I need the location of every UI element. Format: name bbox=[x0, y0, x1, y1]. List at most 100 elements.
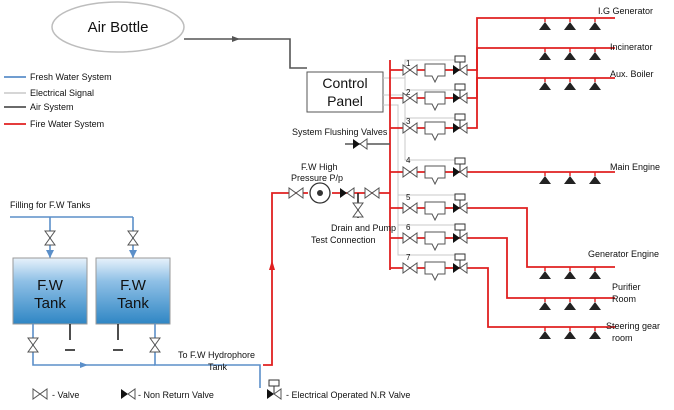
air-line bbox=[184, 38, 307, 69]
nozzle-1-3 bbox=[589, 18, 601, 30]
pump-discharge-valve bbox=[364, 187, 380, 199]
nozzle-2-1 bbox=[539, 48, 551, 60]
branch-strainer-1 bbox=[424, 63, 446, 84]
consumer-main-engine: Main Engine bbox=[610, 162, 660, 172]
electric-nrv-layer bbox=[267, 55, 468, 400]
legend: Fresh Water System Electrical Signal Air… bbox=[4, 72, 112, 129]
branch-valve-3 bbox=[402, 122, 418, 134]
branch-strainer-3 bbox=[424, 121, 446, 142]
svg-text:3: 3 bbox=[406, 117, 411, 126]
branch-valve-4 bbox=[402, 166, 418, 178]
key-valve: - Valve bbox=[52, 390, 79, 400]
consumer-ig-generator: I.G Generator bbox=[598, 6, 653, 16]
branch-electric-nrv-3 bbox=[453, 113, 468, 134]
branch-valve-7 bbox=[402, 262, 418, 274]
legend-electrical: Electrical Signal bbox=[30, 88, 94, 98]
svg-text:5: 5 bbox=[406, 193, 411, 202]
svg-text:2: 2 bbox=[406, 88, 411, 97]
branch-strainer-4 bbox=[424, 165, 446, 186]
branch-electric-nrv-6 bbox=[453, 223, 468, 244]
nozzle-2-3 bbox=[589, 48, 601, 60]
fw-tank-2: F.W Tank bbox=[95, 257, 171, 325]
nozzle-4-2 bbox=[564, 172, 576, 184]
nrv-layer bbox=[121, 138, 368, 400]
consumer-labels: I.G Generator Incinerator Aux. Boiler Ma… bbox=[588, 6, 660, 343]
tank-2-outlet-valve bbox=[149, 337, 161, 353]
consumer-purifier-room-2: Room bbox=[612, 294, 636, 304]
nozzle-1-2 bbox=[564, 18, 576, 30]
drain-test-line2: Test Connection bbox=[311, 235, 376, 245]
branch-strainer-6 bbox=[424, 231, 446, 252]
air-line-arrow bbox=[232, 36, 240, 42]
air-bottle: Air Bottle bbox=[51, 1, 185, 53]
fw-tank-1: F.W Tank bbox=[12, 257, 88, 325]
pump-label-line2: Pressure P/p bbox=[291, 173, 343, 183]
drain-test-valve bbox=[352, 202, 364, 218]
pump-suction-valve bbox=[288, 187, 304, 199]
consumer-purifier-room-1: Purifier bbox=[612, 282, 641, 292]
key-valve-symbol bbox=[32, 388, 48, 400]
branch-strainer-7 bbox=[424, 261, 446, 282]
branch-valve-1 bbox=[402, 64, 418, 76]
nozzle-4-3 bbox=[589, 172, 601, 184]
filling-label: Filling for F.W Tanks bbox=[10, 200, 91, 210]
fw-tank-1-line1: F.W bbox=[37, 277, 64, 294]
branch-electric-nrv-2 bbox=[453, 83, 468, 104]
air-bottle-label: Air Bottle bbox=[88, 19, 149, 36]
fw-tank-1-line2: Tank bbox=[34, 295, 66, 312]
svg-text:6: 6 bbox=[406, 223, 411, 232]
filling-valve-2 bbox=[127, 230, 139, 246]
to-hydrophore-line2: Tank bbox=[208, 362, 228, 372]
svg-text:7: 7 bbox=[406, 253, 411, 262]
svg-text:1: 1 bbox=[406, 59, 411, 68]
branch-electric-nrv-4 bbox=[453, 157, 468, 178]
key-nrv-symbol bbox=[121, 388, 136, 400]
nozzle-6-2 bbox=[564, 298, 576, 310]
component-key: - Valve - Non Return Valve - Electrical … bbox=[52, 390, 410, 400]
fw-tank-2-line1: F.W bbox=[120, 277, 147, 294]
key-nrv: - Non Return Valve bbox=[138, 390, 214, 400]
branch-electric-nrv-5 bbox=[453, 193, 468, 214]
valve-layer bbox=[27, 64, 418, 400]
nozzle-7-1 bbox=[539, 327, 551, 339]
nozzle-2-2 bbox=[564, 48, 576, 60]
branch-valve-2 bbox=[402, 92, 418, 104]
branch-electric-nrv-7 bbox=[453, 253, 468, 274]
drain-test-line1: Drain and Pump bbox=[331, 223, 396, 233]
branch-electric-nrv-1 bbox=[453, 55, 468, 76]
flushing-nrv bbox=[353, 138, 368, 150]
branches bbox=[390, 17, 615, 328]
consumer-generator-engine: Generator Engine bbox=[588, 249, 659, 259]
nozzle-5-3 bbox=[589, 267, 601, 279]
nozzle-4-1 bbox=[539, 172, 551, 184]
nozzle-3-2 bbox=[564, 78, 576, 90]
branch-valve-5 bbox=[402, 202, 418, 214]
key-electric-nrv-symbol bbox=[267, 379, 282, 400]
nozzle-3-1 bbox=[539, 78, 551, 90]
tank-1-outlet-valve bbox=[27, 337, 39, 353]
nozzle-3-3 bbox=[589, 78, 601, 90]
consumer-incinerator: Incinerator bbox=[610, 42, 653, 52]
legend-fire-water: Fire Water System bbox=[30, 119, 104, 129]
nozzle-7-2 bbox=[564, 327, 576, 339]
fw-high-pressure-pump bbox=[309, 182, 331, 204]
branch-strainer-2 bbox=[424, 91, 446, 112]
nozzle-6-3 bbox=[589, 298, 601, 310]
system-flushing-label: System Flushing Valves bbox=[292, 127, 388, 137]
filling-lines bbox=[10, 216, 134, 258]
legend-fresh-water: Fresh Water System bbox=[30, 72, 112, 82]
nozzle-5-1 bbox=[539, 267, 551, 279]
legend-air: Air System bbox=[30, 102, 74, 112]
strainer-layer bbox=[424, 63, 446, 282]
branch-strainer-5 bbox=[424, 201, 446, 222]
control-panel-line1: Control bbox=[322, 75, 367, 91]
consumer-aux-boiler: Aux. Boiler bbox=[610, 69, 654, 79]
consumer-steering-gear-2: room bbox=[612, 333, 633, 343]
nozzle-1-1 bbox=[539, 18, 551, 30]
key-electric-nrv: - Electrical Operated N.R Valve bbox=[286, 390, 410, 400]
pump-label-line1: F.W High bbox=[301, 162, 338, 172]
nozzle-5-2 bbox=[564, 267, 576, 279]
fw-tank-2-line2: Tank bbox=[117, 295, 149, 312]
filling-valve-1 bbox=[44, 230, 56, 246]
